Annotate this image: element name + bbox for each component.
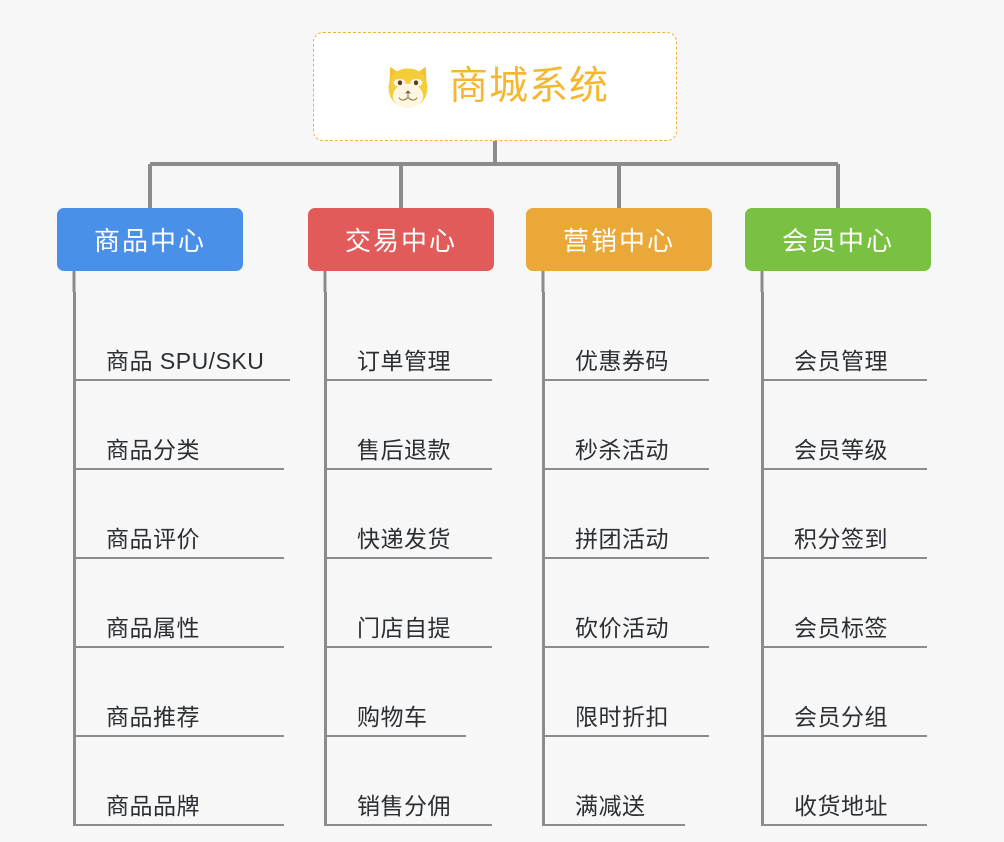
leaf-item[interactable]: 会员标签: [764, 559, 927, 648]
leaf-label: 商品评价: [106, 525, 200, 552]
leaf-list-product-center: 商品 SPU/SKU 商品分类 商品评价 商品属性 商品推荐 商品品牌: [73, 292, 290, 826]
leaf-list-marketing-center: 优惠券码 秒杀活动 拼团活动 砍价活动 限时折扣 满减送: [542, 292, 712, 826]
leaf-label: 会员管理: [794, 347, 888, 374]
leaf-item[interactable]: 商品评价: [76, 470, 284, 559]
category-label: 商品中心: [93, 226, 206, 256]
leaf-item[interactable]: 优惠券码: [545, 292, 709, 381]
leaf-list-member-center: 会员管理 会员等级 积分签到 会员标签 会员分组 收货地址: [761, 292, 931, 826]
leaf-label: 积分签到: [794, 525, 888, 552]
leaf-item[interactable]: 购物车: [327, 648, 466, 737]
leaf-item[interactable]: 砍价活动: [545, 559, 709, 648]
leaf-label: 门店自提: [357, 614, 451, 641]
branch-product-center: 商品中心 商品 SPU/SKU 商品分类 商品评价 商品属性 商品推荐 商品品牌: [57, 208, 290, 842]
leaf-item[interactable]: 拼团活动: [545, 470, 709, 559]
leaf-label: 优惠券码: [575, 347, 669, 374]
leaf-label: 限时折扣: [575, 703, 669, 730]
category-box-trade-center[interactable]: 交易中心: [308, 208, 494, 271]
leaf-item[interactable]: 售后退款: [327, 381, 492, 470]
leaf-label: 商品品牌: [106, 792, 200, 819]
leaf-item[interactable]: 秒杀活动: [545, 381, 709, 470]
category-box-product-center[interactable]: 商品中心: [57, 208, 243, 271]
leaf-label: 商品 SPU/SKU: [106, 347, 265, 374]
leaf-label: 满减送: [575, 792, 646, 819]
branch-marketing-center: 营销中心 优惠券码 秒杀活动 拼团活动 砍价活动 限时折扣 满减送: [526, 208, 712, 842]
root-node[interactable]: 商城系统: [313, 32, 677, 141]
leaf-label: 砍价活动: [575, 614, 669, 641]
leaf-label: 商品属性: [106, 614, 200, 641]
leaf-item[interactable]: 商品品牌: [76, 737, 284, 826]
category-label: 交易中心: [344, 226, 457, 256]
leaf-label: 收货地址: [794, 792, 888, 819]
branch-member-center: 会员中心 会员管理 会员等级 积分签到 会员标签 会员分组 收货地址: [745, 208, 931, 842]
shiba-dog-face-icon: [388, 66, 428, 107]
root-title: 商城系统: [448, 65, 609, 108]
leaf-label: 售后退款: [357, 436, 451, 463]
leaf-item[interactable]: 商品属性: [76, 559, 284, 648]
leaf-item[interactable]: 商品分类: [76, 381, 284, 470]
category-box-member-center[interactable]: 会员中心: [745, 208, 931, 271]
category-label: 营销中心: [562, 226, 675, 256]
leaf-item[interactable]: 销售分佣: [327, 737, 492, 826]
leaf-label: 销售分佣: [357, 792, 451, 819]
leaf-item[interactable]: 会员管理: [764, 292, 927, 381]
category-box-marketing-center[interactable]: 营销中心: [526, 208, 712, 271]
leaf-item[interactable]: 会员分组: [764, 648, 927, 737]
category-label: 会员中心: [781, 226, 894, 256]
branch-trade-center: 交易中心 订单管理 售后退款 快递发货 门店自提 购物车 销售分佣: [308, 208, 494, 842]
leaf-label: 会员分组: [794, 703, 888, 730]
leaf-label: 会员等级: [794, 436, 888, 463]
leaf-item[interactable]: 收货地址: [764, 737, 927, 826]
leaf-item[interactable]: 商品 SPU/SKU: [76, 292, 290, 381]
leaf-item[interactable]: 会员等级: [764, 381, 927, 470]
leaf-item[interactable]: 快递发货: [327, 470, 492, 559]
leaf-label: 商品分类: [106, 436, 200, 463]
leaf-item[interactable]: 积分签到: [764, 470, 927, 559]
leaf-item[interactable]: 限时折扣: [545, 648, 709, 737]
leaf-label: 会员标签: [794, 614, 888, 641]
leaf-label: 购物车: [357, 703, 428, 730]
leaf-list-trade-center: 订单管理 售后退款 快递发货 门店自提 购物车 销售分佣: [324, 292, 494, 826]
leaf-item[interactable]: 满减送: [545, 737, 685, 826]
leaf-label: 订单管理: [357, 347, 451, 374]
leaf-label: 秒杀活动: [575, 436, 669, 463]
leaf-item[interactable]: 订单管理: [327, 292, 492, 381]
leaf-item[interactable]: 门店自提: [327, 559, 492, 648]
leaf-label: 拼团活动: [575, 525, 669, 552]
leaf-label: 快递发货: [357, 525, 451, 552]
leaf-label: 商品推荐: [106, 703, 200, 730]
leaf-item[interactable]: 商品推荐: [76, 648, 284, 737]
